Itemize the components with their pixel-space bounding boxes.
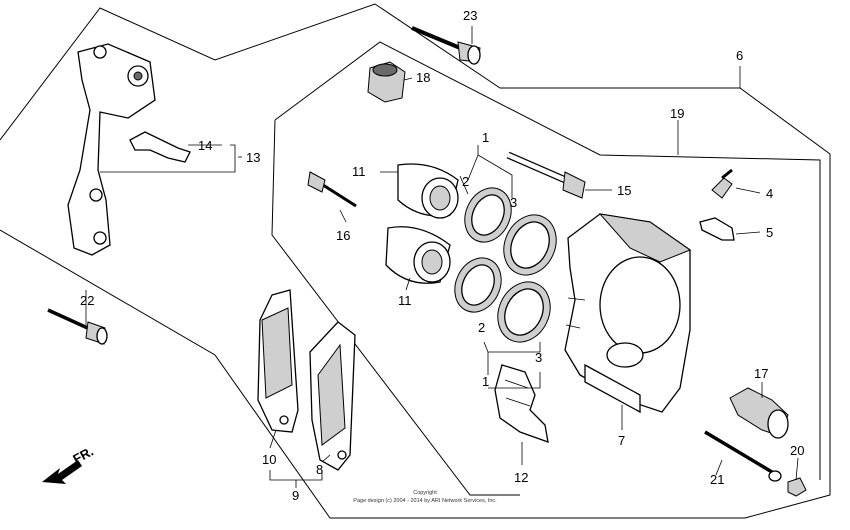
label-12: 12 [514,470,528,485]
bleed-valve-4 [711,168,733,199]
label-3-upper: 3 [510,195,517,210]
label-13: 13 [246,150,260,165]
copyright-line-1: Copyright [413,490,437,496]
pad-clip [129,131,191,163]
label-3-lower: 3 [535,350,542,365]
label-6: 6 [736,48,743,63]
seal-2-upper [464,187,512,243]
piston-lower [385,226,451,284]
part-labels: 23 6 18 19 1 14 13 11 2 3 15 4 16 5 11 2… [80,8,804,503]
label-17: 17 [754,366,768,381]
label-23: 23 [463,8,477,23]
label-10: 10 [262,452,276,467]
label-1-upper: 1 [482,130,489,145]
boot-17 [729,387,789,439]
brake-pad-8 [309,321,356,471]
label-19: 19 [670,106,684,121]
label-1-lower: 1 [482,374,489,389]
assembly-outlines [0,3,831,519]
label-20: 20 [790,443,804,458]
caliper-bracket [67,43,156,256]
label-22: 22 [80,293,94,308]
label-11-lower: 11 [398,293,412,308]
caliper-body [564,213,692,414]
seal-3-lower [497,281,551,343]
bolt-22 [47,308,108,345]
label-11-upper: 11 [352,164,366,179]
boot-18 [367,61,406,103]
leader-lines [85,26,799,488]
label-4: 4 [766,186,773,201]
label-5: 5 [766,225,773,240]
label-15: 15 [617,183,631,198]
front-arrow-icon [42,460,82,484]
copyright-line-2: Page design (c) 2004 - 2014 by ARI Netwo… [353,498,497,504]
seal-2-lower [454,257,502,313]
label-8: 8 [316,462,323,477]
label-9: 9 [292,488,299,503]
label-2-lower: 2 [478,320,485,335]
label-21: 21 [710,472,724,487]
label-14: 14 [198,138,212,153]
pin-16 [307,171,357,208]
bleed-cap-5 [699,217,735,241]
label-18: 18 [416,70,430,85]
label-7: 7 [618,433,625,448]
seal-3-upper [503,214,557,276]
label-16: 16 [336,228,350,243]
pin-bolt-21 [704,430,782,482]
bolt-23 [411,26,481,65]
plug-20 [787,477,807,497]
piston-upper [397,163,459,219]
label-2-upper: 2 [462,174,469,189]
pin-15 [506,151,586,199]
brake-pad-10 [257,289,299,433]
pad-spring [494,364,549,443]
